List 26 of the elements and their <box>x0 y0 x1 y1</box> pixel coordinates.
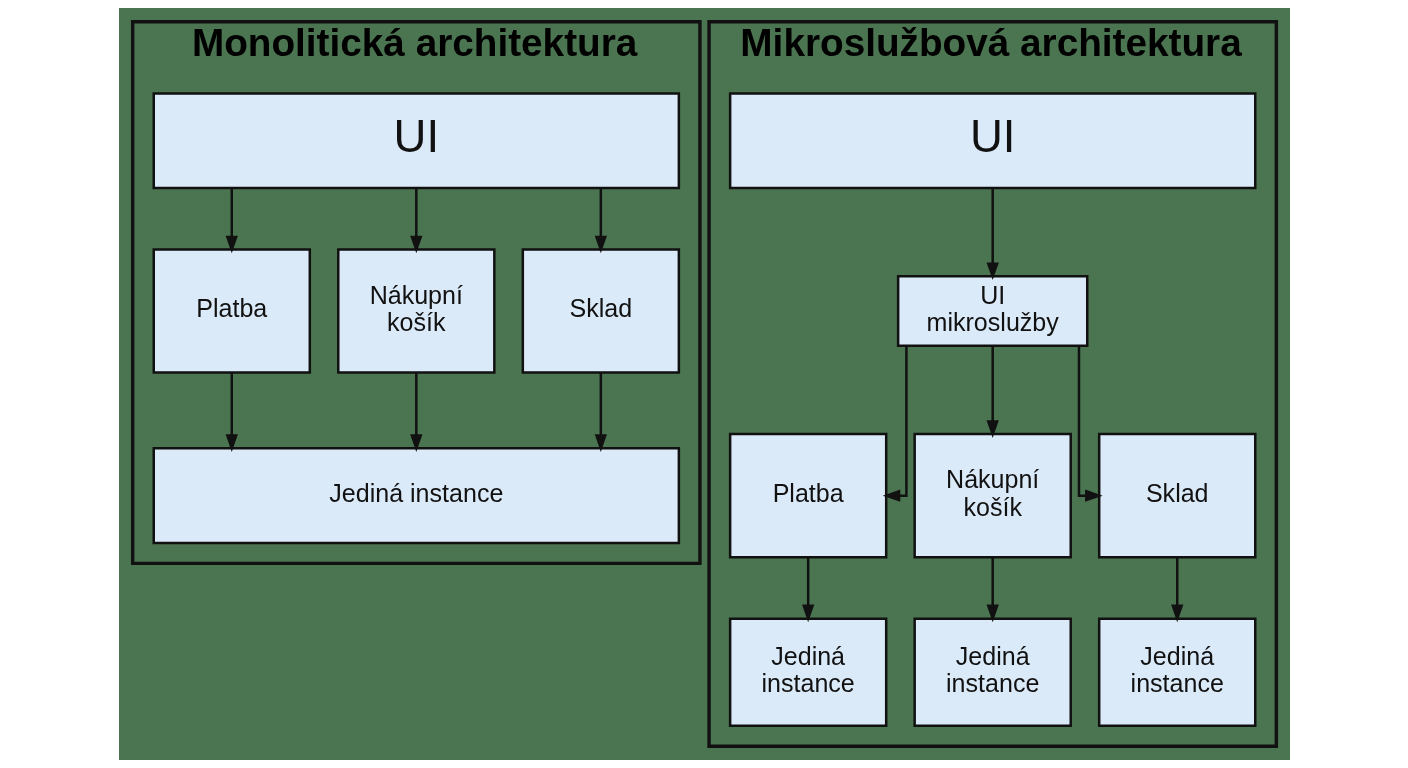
node-box: Jediná instance <box>912 617 1072 727</box>
node-box: Nákupní košík <box>912 432 1072 559</box>
arrow <box>986 346 999 438</box>
node-box: Jediná instance <box>728 617 887 727</box>
node-box: Platba <box>728 432 887 559</box>
arrow <box>986 188 999 281</box>
arrow <box>882 346 908 502</box>
arrow <box>1077 346 1103 502</box>
node-box: UI mikroslužby <box>896 275 1088 348</box>
node-box: Platba <box>152 248 311 374</box>
arrow <box>986 557 999 623</box>
node-box: Nákupní košík <box>336 248 496 374</box>
arrow <box>1170 557 1183 623</box>
node-box: Sklad <box>521 248 680 374</box>
arrow <box>801 557 814 623</box>
node-box: UI <box>152 92 680 190</box>
node-box: Jediná instance <box>152 447 680 545</box>
node-box: Sklad <box>1097 432 1256 559</box>
arrow <box>594 373 607 452</box>
arrow <box>409 373 422 452</box>
node-box: UI <box>728 92 1256 190</box>
arrow <box>225 373 238 452</box>
arrow <box>225 188 238 254</box>
arrow <box>409 188 422 254</box>
node-box: Jediná instance <box>1097 617 1256 727</box>
arrow <box>594 188 607 254</box>
